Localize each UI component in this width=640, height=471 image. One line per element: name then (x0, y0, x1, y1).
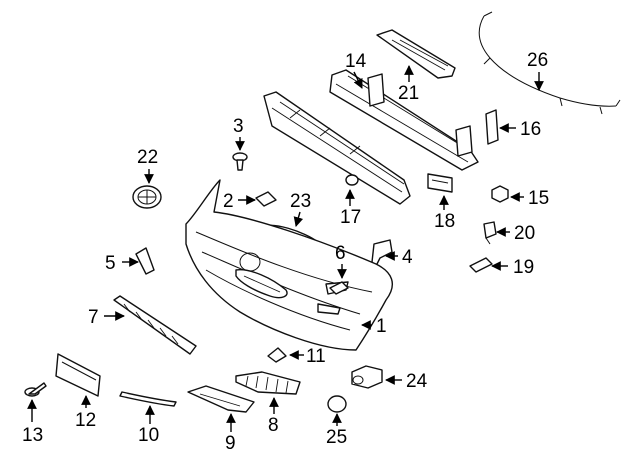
callout-12: 12 (75, 410, 96, 431)
callout-8: 8 (268, 415, 279, 436)
side-reflector-part (135, 247, 155, 275)
impact-absorber-part (263, 91, 411, 205)
washer-cap-part (329, 281, 349, 295)
screw-part (24, 382, 47, 397)
callout-7: 7 (88, 307, 99, 328)
callout-10: 10 (138, 425, 159, 446)
lower-trim-part (187, 385, 255, 413)
license-plate-bracket-part (55, 353, 101, 397)
callout-23: 23 (290, 191, 311, 212)
callout-15: 15 (528, 188, 549, 209)
parking-sensor-bracket-part (351, 365, 383, 389)
side-bracket-part (485, 109, 499, 145)
lower-bracket-part (427, 173, 453, 193)
leader-lines (27, 65, 544, 432)
callout-2: 2 (223, 191, 234, 212)
callout-5: 5 (105, 253, 116, 274)
parking-sensor-part (327, 395, 347, 413)
callout-20: 20 (514, 223, 535, 244)
reinforcement-bar-part (329, 69, 479, 171)
callout-24: 24 (406, 371, 428, 392)
callout-21: 21 (398, 83, 419, 104)
mount-bracket-part (469, 257, 493, 273)
callout-labels: 1 2 3 4 5 6 7 8 9 10 11 12 13 14 15 16 1… (22, 50, 549, 454)
nut-part (491, 185, 509, 203)
callout-17: 17 (340, 207, 361, 228)
callout-6: 6 (335, 243, 346, 264)
plug-part (267, 347, 287, 363)
callout-18: 18 (434, 211, 455, 232)
callout-13: 13 (22, 425, 43, 446)
tow-hook-cover-part (255, 191, 277, 207)
callout-25: 25 (326, 427, 347, 448)
clip-part (483, 221, 497, 245)
callout-19: 19 (513, 257, 534, 278)
emblem-part (132, 185, 162, 209)
trim-strip-part (119, 391, 177, 407)
callout-22: 22 (137, 147, 158, 168)
callout-14: 14 (345, 51, 367, 72)
lower-grille-support-part (113, 295, 197, 355)
callout-1: 1 (376, 316, 387, 337)
callout-9: 9 (225, 433, 236, 454)
fender-bracket-part (371, 239, 393, 267)
callout-16: 16 (520, 119, 541, 140)
bolt-part (232, 152, 248, 171)
upper-bracket-part (376, 29, 456, 79)
callout-26: 26 (527, 50, 548, 71)
callout-4: 4 (402, 247, 413, 268)
callout-3: 3 (233, 116, 244, 137)
side-grille-part (235, 371, 301, 395)
callout-11: 11 (306, 346, 326, 367)
wiring-harness-part (478, 11, 621, 115)
